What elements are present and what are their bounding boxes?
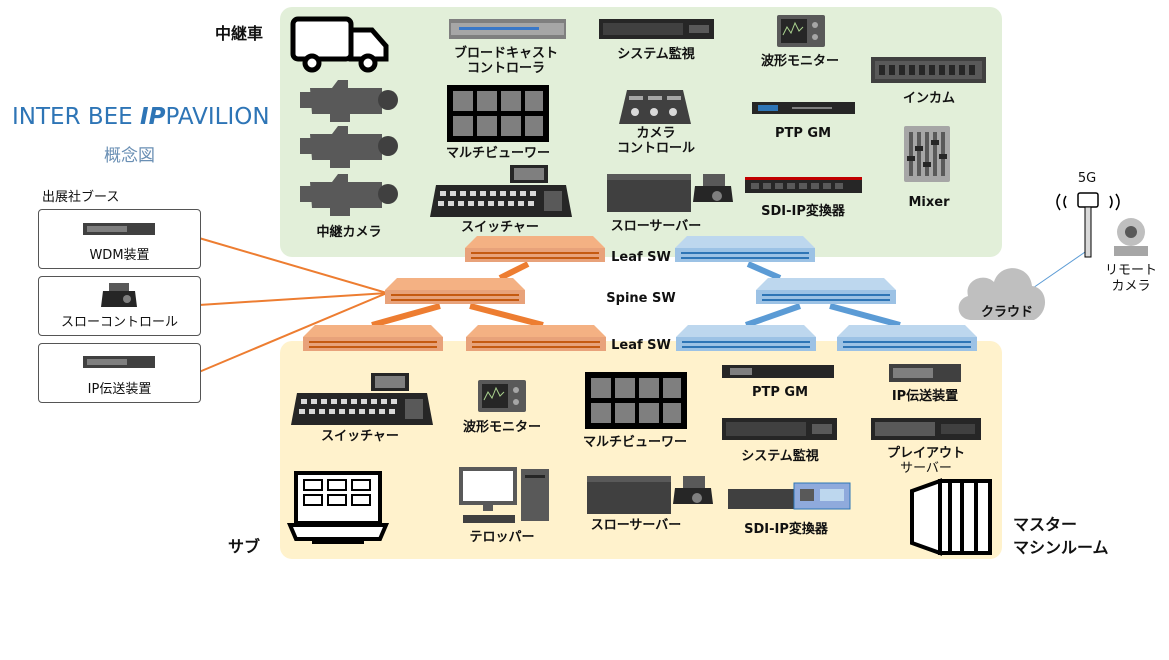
remote-camera-label-1: リモート — [1104, 263, 1158, 278]
sub-ptp-gm-label: PTP GM — [751, 385, 809, 400]
waveform-monitor-icon — [777, 15, 825, 47]
sub-waveform-label: 波形モニター — [462, 420, 542, 435]
ptp-gm-icon — [722, 365, 834, 378]
remote-camera-icon — [1114, 218, 1148, 256]
spine-switch-blue — [756, 278, 896, 304]
spine-switch-label: Spine SW — [606, 291, 676, 306]
ptp-gm-icon — [752, 102, 855, 114]
pavilion-subtitle: 概念図 — [104, 146, 155, 166]
broadcast-controller-label-1: ブロードキャスト — [453, 46, 559, 61]
wdm-device-icon — [83, 223, 155, 235]
camera-control-panel-icon — [619, 90, 691, 124]
ip-transmission-device-icon — [83, 356, 155, 368]
sub-ip-transmission-label: IP伝送装置 — [891, 389, 959, 404]
orange-fabric-links — [371, 261, 544, 328]
ob-system-monitor-label: システム監視 — [617, 47, 695, 62]
telop-label: テロッパー — [469, 530, 535, 545]
camera-control-label-2: コントロール — [616, 141, 696, 156]
leaf-switch-blue — [675, 236, 815, 262]
booth-item-label: IP伝送装置 — [87, 382, 152, 397]
booth-title: 出展社ブース — [42, 190, 120, 205]
relay-camera-icon — [300, 126, 398, 168]
booth-item-ip-transmission: IP伝送装置 — [38, 343, 201, 403]
remote-camera-label-2: カメラ — [1111, 279, 1151, 294]
playout-label-1: プレイアウト — [886, 446, 966, 461]
sdi-ip-converter-icon — [745, 177, 862, 193]
ob-multiviewer-label: マルチビューワー — [445, 146, 551, 161]
booth-item-label: WDM装置 — [89, 248, 150, 263]
server-unit-icon — [722, 418, 837, 440]
relay-camera-label: 中継カメラ — [316, 225, 382, 240]
waveform-monitor-icon — [478, 380, 526, 412]
multiviewer-icon — [447, 85, 549, 142]
switcher-panel-icon — [430, 165, 572, 217]
multiviewer-icon — [585, 372, 687, 429]
leaf-switch-orange — [465, 236, 605, 262]
ob-van-title: 中継車 — [215, 24, 264, 43]
intercom-icon — [871, 57, 986, 83]
booth-item-slow-control: スローコントロール — [38, 276, 201, 336]
playout-label-2: サーバー — [900, 461, 952, 476]
audio-mixer-icon — [904, 126, 950, 182]
ob-waveform-label: 波形モニター — [760, 54, 840, 69]
slow-control-icon — [101, 283, 137, 307]
laptop-icon — [286, 471, 390, 544]
pavilion-title: INTER BEE IPPAVILION — [12, 104, 270, 130]
leaf-switch-blue — [676, 325, 816, 351]
booth-links — [198, 237, 388, 373]
switcher-panel-icon — [291, 373, 433, 425]
camera-control-label-1: カメラ — [636, 126, 676, 141]
sub-slow-server-label: スローサーバー — [590, 518, 682, 533]
leaf-switch-top-label: Leaf SW — [611, 250, 671, 265]
fiveg-label: 5G — [1077, 171, 1097, 186]
ip-transmission-device-icon — [889, 364, 961, 382]
broadcast-controller-label-2: コントローラ — [466, 61, 546, 76]
server-unit-icon — [599, 19, 714, 39]
ob-switcher-label: スイッチャー — [461, 220, 539, 235]
intercom-label: インカム — [902, 91, 956, 106]
ob-slow-server-label: スローサーバー — [610, 219, 702, 234]
booth-item-label: スローコントロール — [60, 315, 178, 330]
sub-switcher-label: スイッチャー — [321, 429, 399, 444]
leaf-switch-orange — [466, 325, 606, 351]
sub-sdi-ip-label: SDI-IP変換器 — [744, 522, 828, 537]
pavilion-title-b: PAVILION — [165, 104, 270, 130]
spine-switch-orange — [385, 278, 525, 304]
booth-item-wdm: WDM装置 — [38, 209, 201, 269]
blue-fabric-links — [745, 261, 901, 328]
sub-title: サブ — [228, 537, 261, 556]
cloud-5g-link — [1029, 249, 1089, 291]
leaf-switch-orange — [303, 325, 443, 351]
relay-camera-icon — [300, 174, 398, 216]
slow-server-icon — [587, 476, 713, 514]
ob-van-zone — [280, 7, 1002, 257]
leaf-switch-blue — [837, 325, 977, 351]
sub-multiviewer-label: マルチビューワー — [582, 435, 688, 450]
pavilion-title-ip: IP — [140, 104, 166, 130]
sub-system-monitor-label: システム監視 — [741, 449, 819, 464]
telop-pc-icon — [459, 467, 549, 523]
cloud-label: クラウド — [980, 305, 1034, 320]
sdi-ip-converter-icon — [728, 482, 851, 510]
server-rack-icon — [910, 478, 992, 556]
truck-icon — [290, 16, 389, 73]
mixer-label: Mixer — [908, 195, 950, 210]
master-title-line1: マスター — [1013, 515, 1078, 534]
cloud-icon — [958, 268, 1046, 320]
leaf-switch-bottom-label: Leaf SW — [611, 338, 671, 353]
slow-server-icon — [607, 174, 733, 212]
rack-unit-icon — [449, 19, 566, 39]
ob-sdi-ip-label: SDI-IP変換器 — [761, 204, 845, 219]
ob-ptp-gm-label: PTP GM — [774, 126, 832, 141]
pavilion-title-a: INTER BEE — [12, 104, 141, 130]
master-title-line2: マシンルーム — [1013, 538, 1109, 557]
relay-camera-icon — [300, 80, 398, 122]
playout-server-icon — [871, 418, 981, 440]
fiveg-antenna-icon — [1056, 192, 1120, 258]
